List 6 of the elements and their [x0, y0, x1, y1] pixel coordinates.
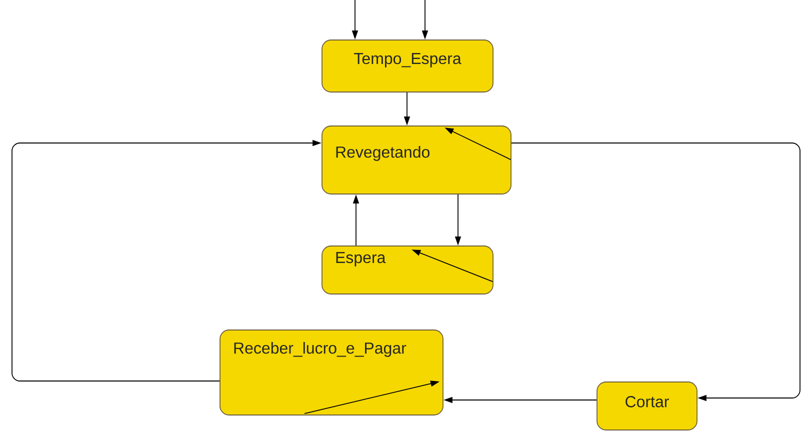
- state-box: Espera: [322, 246, 494, 294]
- state-box: Revegetando: [322, 126, 512, 194]
- state-box: Receber_lucro_e_Pagar: [220, 330, 444, 416]
- arrow: [511, 142, 800, 402]
- state-box: Cortar: [596, 382, 698, 430]
- state-box: Tempo_Espera: [322, 40, 494, 92]
